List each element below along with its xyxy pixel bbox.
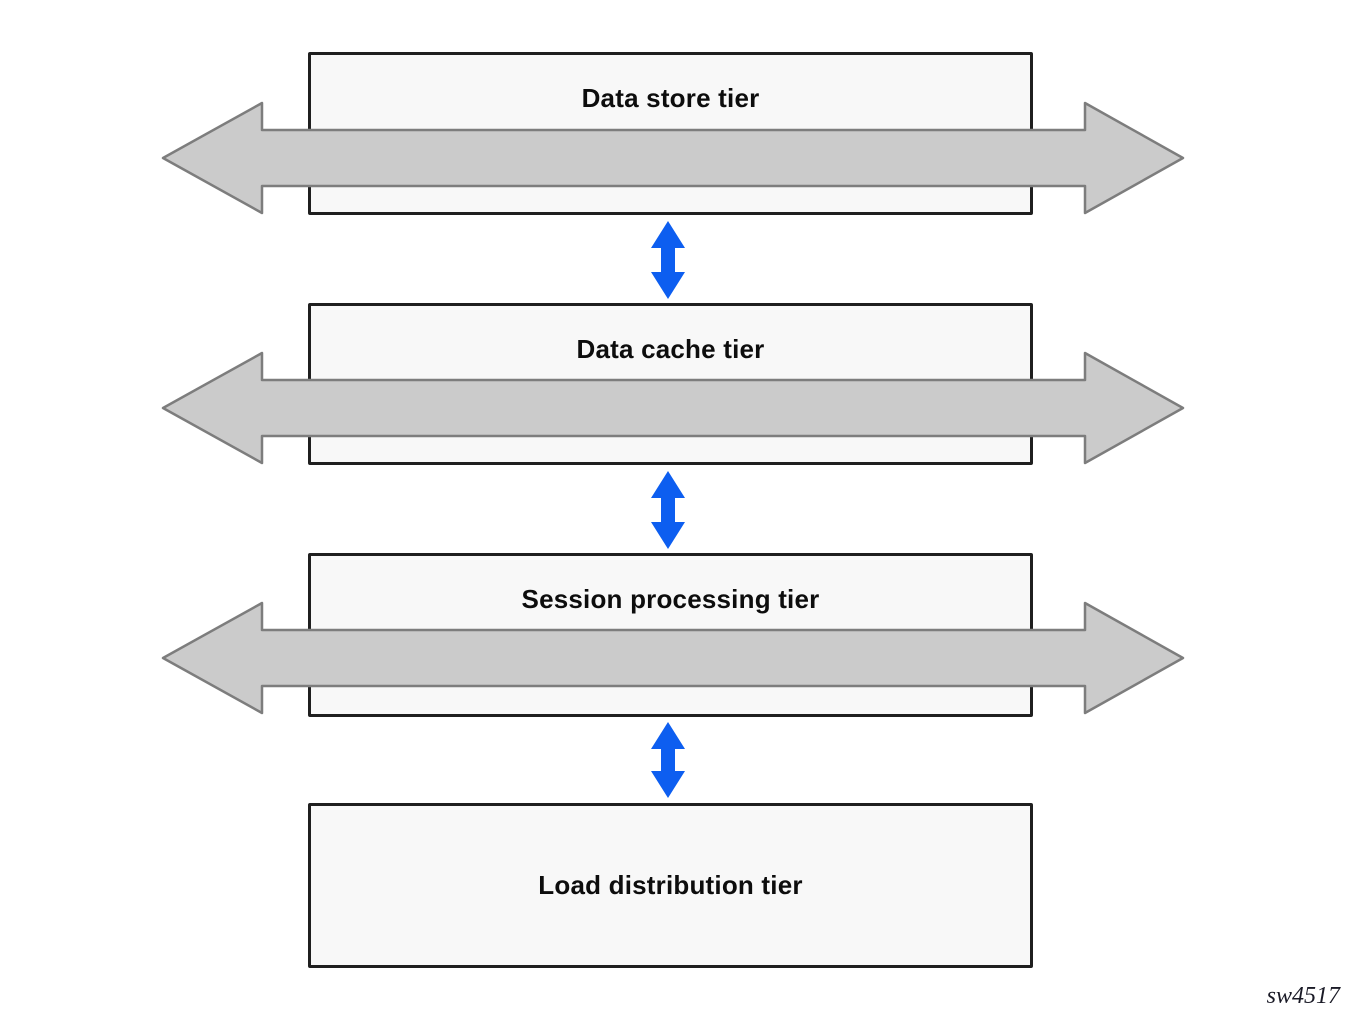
vertical-double-arrow-icon-2 [651, 471, 685, 549]
tier-box-session-processing: Session processing tier [308, 553, 1033, 717]
tier-label-data-cache: Data cache tier [576, 334, 765, 364]
tier-box-load-distribution: Load distribution tier [308, 803, 1033, 968]
tier-label-data-store: Data store tier [581, 83, 760, 113]
figure-id-label: sw4517 [1266, 983, 1340, 1009]
tier-label-session-processing: Session processing tier [521, 584, 820, 614]
tier-label-load-distribution: Load distribution tier [538, 870, 803, 900]
vertical-double-arrow-icon-3 [651, 722, 685, 798]
tier-box-data-cache: Data cache tier [308, 303, 1033, 465]
vertical-double-arrow-icon-1 [651, 221, 685, 299]
tier-box-data-store: Data store tier [308, 52, 1033, 215]
